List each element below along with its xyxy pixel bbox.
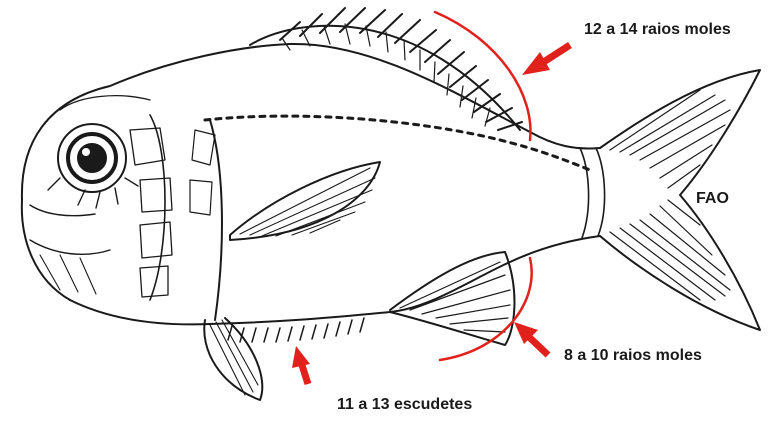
dorsal-fin-label: 12 a 14 raios moles	[584, 21, 731, 39]
anal-arrow	[514, 322, 548, 355]
caudal-fin	[600, 70, 760, 330]
scutes-label: 11 a 13 escudetes	[337, 396, 472, 414]
scutes-arrow	[292, 346, 310, 384]
pectoral-fin	[230, 162, 380, 240]
fish-eye	[58, 124, 126, 192]
anal-fin-label: 8 a 10 raios moles	[564, 347, 702, 365]
dorsal-fin	[250, 8, 522, 130]
anal-fin	[390, 252, 514, 345]
pelvic-fin	[204, 318, 262, 400]
fish-body	[22, 44, 605, 324]
lateral-line	[205, 116, 590, 170]
fish-head	[30, 96, 222, 320]
source-credit: FAO	[696, 190, 729, 208]
dorsal-arrow	[522, 45, 570, 75]
